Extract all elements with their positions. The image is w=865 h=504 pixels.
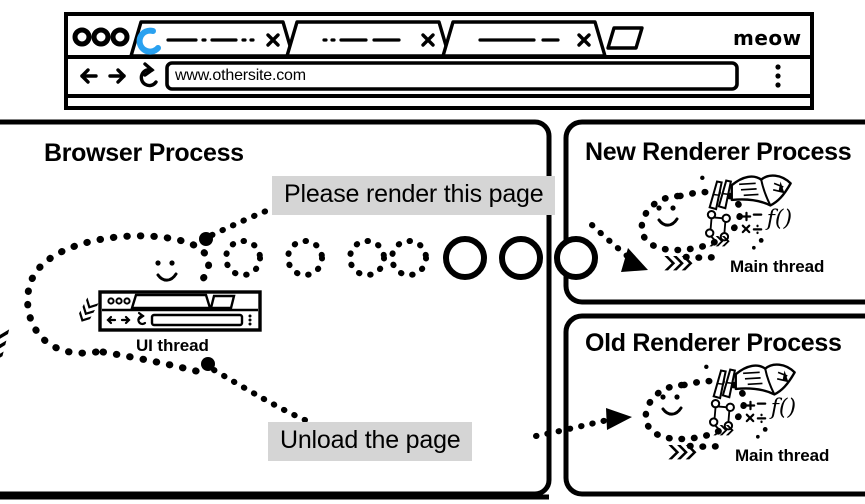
close-icon[interactable] [266, 33, 280, 47]
old-renderer-process-title: Old Renderer Process [585, 329, 842, 357]
message-circle-timeline [223, 236, 598, 280]
new-renderer-panel [563, 119, 865, 305]
browser-thread-loop [24, 232, 212, 376]
back-arrow-icon[interactable] [80, 68, 98, 84]
tab-three[interactable] [441, 20, 607, 58]
tab-two[interactable] [285, 20, 451, 58]
unload-request-label: Unload the page [268, 422, 473, 461]
tab-loading[interactable] [129, 20, 295, 58]
ui-thread-label: UI thread [136, 336, 209, 355]
unload-request-leader [201, 357, 308, 423]
render-request-label: Please render this page [272, 176, 556, 215]
reload-icon[interactable] [139, 62, 158, 88]
new-tab-icon[interactable] [606, 26, 644, 50]
address-bar-value[interactable]: www.othersite.com [175, 67, 306, 84]
arrow-to-old-renderer [533, 408, 632, 439]
window-control-dots[interactable] [72, 27, 130, 47]
address-bar[interactable] [165, 61, 739, 91]
old-renderer-thread-loop [642, 377, 748, 450]
new-renderer-process-title: New Renderer Process [585, 138, 852, 166]
close-icon[interactable] [421, 33, 435, 47]
browser-brand-label: meow [733, 26, 802, 50]
mini-browser-window-icon [98, 290, 262, 332]
blue-spinner-icon [136, 27, 161, 55]
arrow-to-new-renderer [589, 222, 648, 272]
close-icon[interactable] [577, 33, 591, 47]
new-renderer-thread-loop [638, 188, 744, 261]
kebab-menu-icon[interactable] [775, 64, 781, 88]
old-renderer-main-thread-label: Main thread [735, 446, 830, 465]
browser-process-title: Browser Process [44, 139, 244, 167]
browser-process-panel [0, 119, 552, 500]
new-renderer-main-thread-label: Main thread [730, 257, 825, 276]
forward-arrow-icon[interactable] [108, 68, 126, 84]
